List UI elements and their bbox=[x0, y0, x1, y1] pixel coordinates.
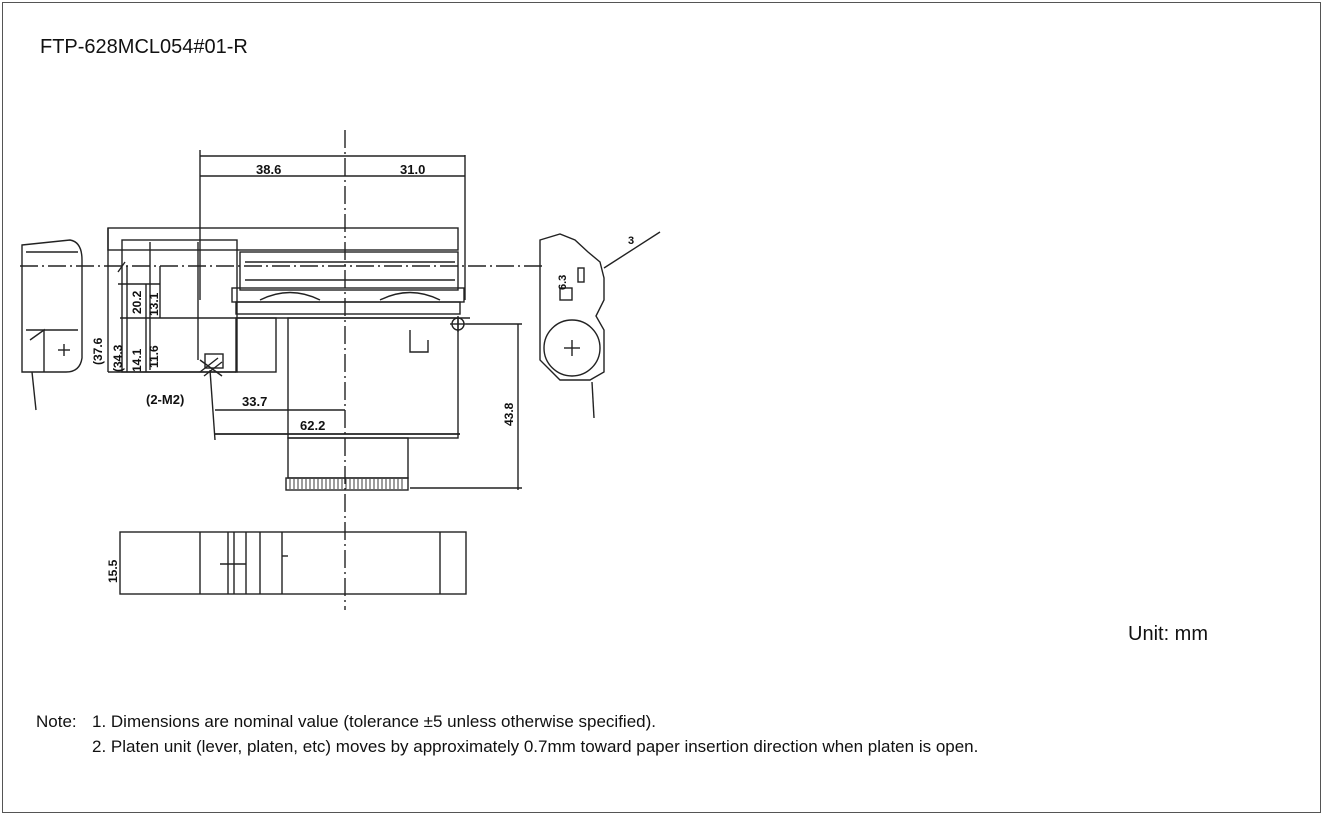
dim-top-right: 31.0 bbox=[400, 162, 425, 177]
bottom-view bbox=[119, 531, 467, 595]
dim-37-6: (37.6 bbox=[91, 337, 105, 365]
front-view bbox=[107, 227, 522, 491]
dim-top-left: 38.6 bbox=[256, 162, 281, 177]
note-label: Note: bbox=[36, 712, 77, 731]
dim-34-3: (34.3 bbox=[111, 344, 125, 372]
dim-2-m2: (2-M2) bbox=[146, 392, 184, 407]
dim-43-8: 43.8 bbox=[502, 402, 516, 426]
dim-11-6: 11.6 bbox=[147, 345, 161, 368]
right-side-view bbox=[539, 231, 661, 419]
dim-33-7: 33.7 bbox=[242, 394, 267, 409]
notes-section: Note: 1. Dimensions are nominal value (t… bbox=[36, 709, 1296, 759]
note-item-2: 2. Platen unit (lever, platen, etc) move… bbox=[92, 737, 979, 756]
note-row-2: 2. Platen unit (lever, platen, etc) move… bbox=[36, 734, 1296, 759]
note-item-1: 1. Dimensions are nominal value (toleran… bbox=[92, 712, 656, 731]
top-dimensions bbox=[199, 150, 466, 300]
dim-15-5: 15.5 bbox=[106, 559, 120, 583]
model-number: FTP-628MCL054#01-R bbox=[40, 36, 248, 58]
unit-label: Unit: mm bbox=[1128, 623, 1208, 645]
dim-side-6-3: 6.3 bbox=[557, 275, 569, 290]
dim-13-1: 13.1 bbox=[147, 292, 161, 316]
dim-side-3: 3 bbox=[628, 235, 634, 247]
dim-14-1: 14.1 bbox=[130, 348, 144, 372]
note-row-1: Note: 1. Dimensions are nominal value (t… bbox=[36, 709, 1296, 734]
dim-62-2: 62.2 bbox=[300, 418, 325, 433]
left-side-view bbox=[21, 239, 83, 411]
dim-20-2: 20.2 bbox=[130, 290, 144, 314]
